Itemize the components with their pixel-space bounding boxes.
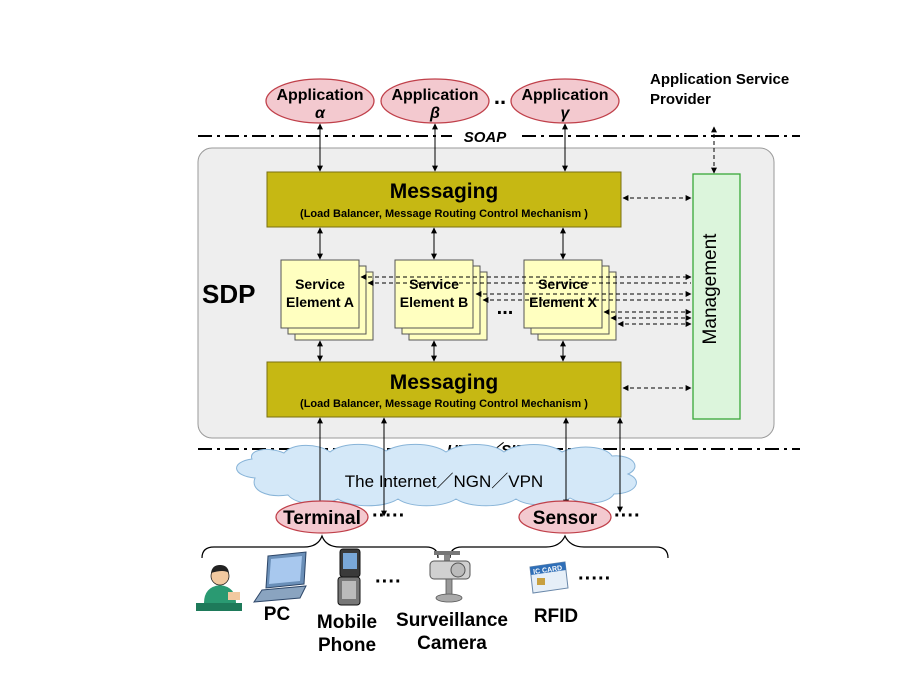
terminal-ellipsis: ····· bbox=[372, 505, 405, 527]
management-label: Management bbox=[700, 233, 721, 345]
application-beta-symbol: β bbox=[429, 105, 440, 122]
application-beta: Application β bbox=[380, 78, 490, 124]
network-cloud bbox=[236, 443, 637, 507]
sensor-label: Sensor bbox=[533, 508, 598, 529]
device-camera-line1: Surveillance bbox=[396, 610, 508, 631]
service-element-x-line2: Element X bbox=[529, 294, 597, 310]
service-element-a-line1: Service bbox=[295, 276, 345, 292]
messaging-top: Messaging (Load Balancer, Message Routin… bbox=[266, 171, 622, 228]
device-ellipsis-1: ···· bbox=[375, 571, 402, 593]
sdp-label: SDP bbox=[202, 279, 255, 309]
terminal-label: Terminal bbox=[283, 508, 361, 529]
service-element-a-line2: Element A bbox=[286, 294, 354, 310]
service-ellipsis: ... bbox=[497, 297, 514, 319]
service-element-b: Service Element B bbox=[394, 259, 488, 341]
application-alpha: Application α bbox=[265, 78, 375, 124]
messaging-top-title: Messaging bbox=[390, 180, 499, 203]
management-box: Management bbox=[692, 173, 741, 420]
terminal-node: Terminal bbox=[275, 500, 369, 534]
application-gamma: Application γ bbox=[510, 78, 620, 124]
sensor-brace bbox=[449, 534, 669, 559]
device-ellipsis-2: ····· bbox=[578, 568, 611, 590]
application-alpha-label: Application bbox=[276, 87, 363, 104]
messaging-bottom: Messaging (Load Balancer, Message Routin… bbox=[266, 361, 622, 418]
messaging-top-subtitle: (Load Balancer, Message Routing Control … bbox=[300, 208, 588, 220]
mobile-phone-icon bbox=[337, 548, 361, 606]
service-element-x-line1: Service bbox=[538, 276, 588, 292]
laptop-icon bbox=[253, 551, 307, 603]
asp-label-line2: Provider bbox=[650, 91, 711, 108]
rfid-card-icon: IC CARD bbox=[529, 561, 569, 594]
device-mobile-line1: Mobile bbox=[317, 612, 377, 633]
application-beta-label: Application bbox=[391, 87, 478, 104]
application-gamma-symbol: γ bbox=[561, 105, 571, 122]
surveillance-camera-icon bbox=[429, 551, 471, 603]
application-gamma-label: Application bbox=[521, 87, 608, 104]
network-label: The Internet／NGN／VPN bbox=[345, 472, 543, 491]
messaging-bottom-subtitle: (Load Balancer, Message Routing Control … bbox=[300, 398, 588, 410]
soap-label: SOAP bbox=[464, 129, 508, 146]
management-dashed-arrows bbox=[360, 195, 692, 391]
device-pc-label: PC bbox=[264, 604, 291, 625]
terminal-brace bbox=[201, 534, 439, 559]
messaging-bottom-title: Messaging bbox=[390, 371, 499, 394]
application-ellipsis: .. bbox=[494, 84, 506, 109]
device-mobile-line2: Phone bbox=[318, 635, 376, 656]
device-rfid-label: RFID bbox=[534, 606, 578, 627]
service-element-a: Service Element A bbox=[280, 259, 374, 341]
person-icon bbox=[196, 565, 242, 611]
service-element-b-line2: Element B bbox=[400, 294, 468, 310]
sensor-ellipsis: ···· bbox=[614, 505, 641, 527]
rfid-card-text: IC CARD bbox=[533, 565, 563, 576]
application-alpha-symbol: α bbox=[315, 105, 326, 122]
sensor-node: Sensor bbox=[518, 500, 612, 534]
service-element-b-line1: Service bbox=[409, 276, 459, 292]
asp-label-line1: Application Service bbox=[650, 71, 789, 88]
device-camera-line2: Camera bbox=[417, 633, 487, 654]
